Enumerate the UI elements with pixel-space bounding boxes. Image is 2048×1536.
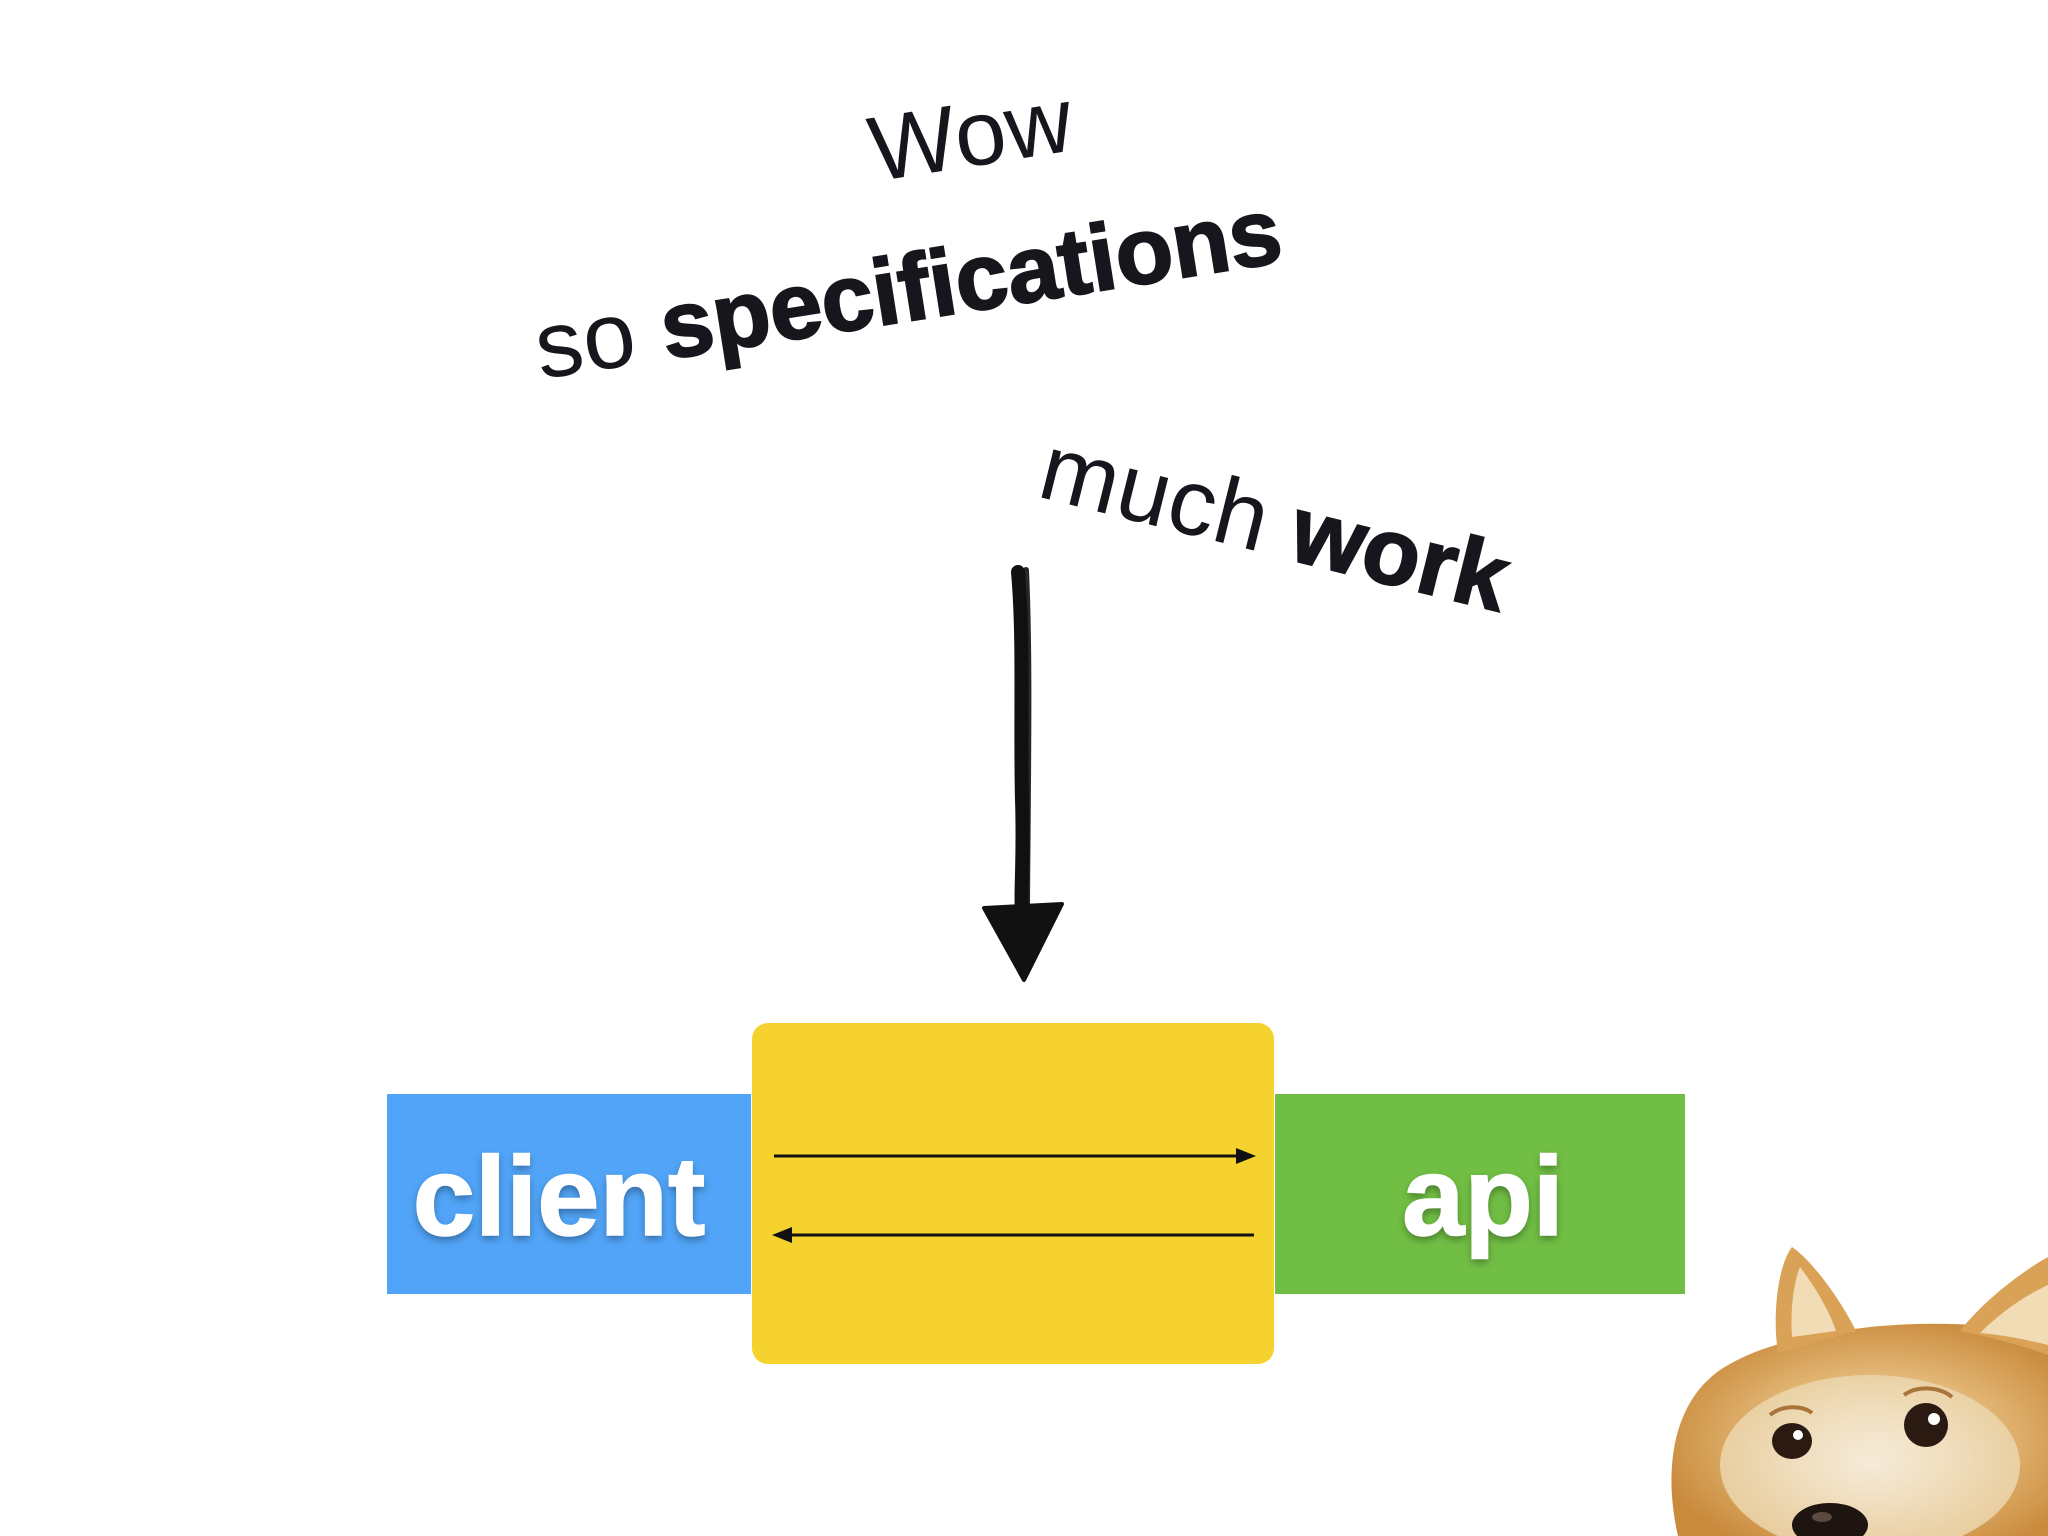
pointer-arrow-shaft-rough bbox=[1023, 567, 1032, 908]
client-block: client bbox=[387, 1094, 751, 1294]
doge-right-eye bbox=[1904, 1403, 1948, 1447]
api-block: api bbox=[1275, 1094, 1685, 1294]
pointer-arrow-shaft bbox=[1011, 565, 1030, 917]
specification-box bbox=[752, 1023, 1274, 1364]
pointer-arrow-head bbox=[982, 902, 1064, 982]
api-label: api bbox=[1401, 1134, 1564, 1259]
doge-left-eye bbox=[1772, 1423, 1812, 1459]
client-label: client bbox=[412, 1134, 706, 1259]
request-arrow-head bbox=[1236, 1148, 1256, 1164]
doge-icon bbox=[1671, 1247, 2048, 1536]
response-arrow-head bbox=[772, 1227, 792, 1243]
